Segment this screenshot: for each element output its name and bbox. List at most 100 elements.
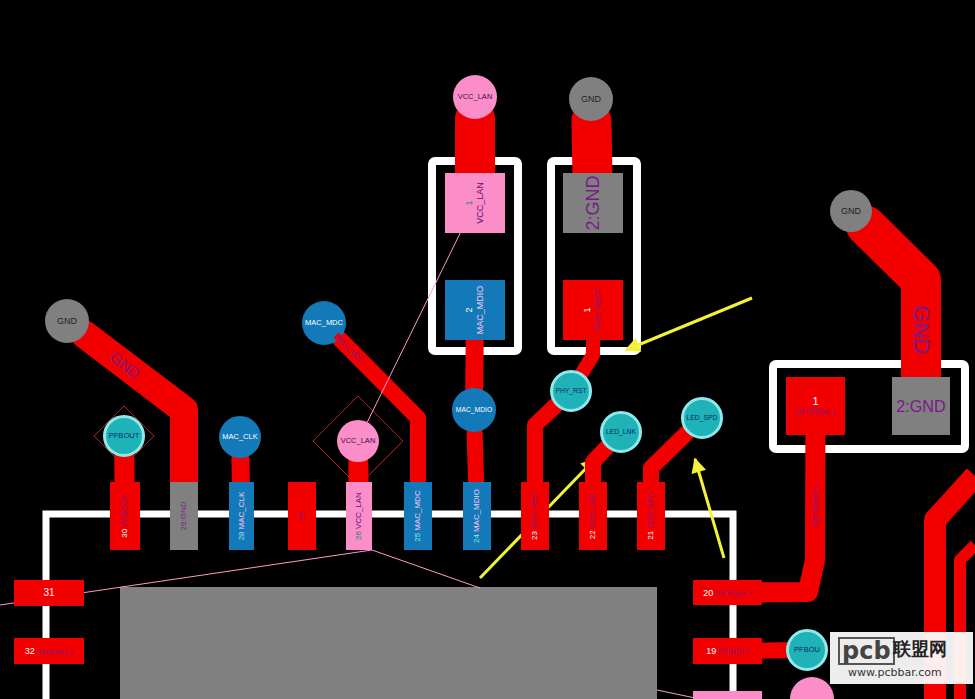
pad-text-group: MAC_CLK [222, 433, 257, 441]
via-circle: GND [45, 299, 89, 343]
trace-net-label: GND [910, 304, 932, 357]
pad-text-group: 29:GND [180, 502, 188, 531]
smd-pad: 1VCC_LAN [445, 173, 505, 233]
pad-text-group: PFBOUT [109, 432, 139, 440]
pad-text-group: 32NETR2603_2 [25, 647, 73, 656]
net-name: 27 [298, 512, 306, 521]
net-name: VCC_LAN [355, 492, 363, 529]
callout-arrow [695, 459, 724, 558]
smd-pad: 26 VCC_LAN [346, 482, 372, 550]
pad-text-group: 26 VCC_LAN [355, 492, 363, 540]
via-circle: LED_SPD [681, 397, 723, 439]
net-name: GND [57, 317, 77, 326]
smd-pad: 1PHY_RST [563, 280, 623, 340]
smd-pad: 19PFBOUT [693, 638, 762, 664]
via-circle: PFBOU [786, 629, 828, 671]
pad-text-group: 2:GND [584, 175, 602, 230]
copper-trace [348, 462, 368, 482]
copper-trace [762, 435, 815, 592]
net-name: NETR2603_2 [37, 648, 73, 654]
net-name: MAC_CLK [222, 433, 257, 441]
via-diamond [313, 396, 403, 486]
copper-trace [582, 340, 593, 373]
pin-number: 1 [465, 200, 474, 205]
pin-number: 19 [706, 647, 716, 656]
net-name: PHY_RST [555, 388, 586, 395]
net-name: MAC_MDIO [473, 489, 481, 532]
pin-number: 21 [647, 531, 655, 540]
pad-text-group: 28MAC_CLK [238, 492, 246, 541]
callout-arrow [626, 298, 752, 350]
via-circle: GND [569, 77, 613, 121]
pin-number: 30 [121, 529, 129, 538]
pin-number: 26 [355, 531, 363, 540]
copper-trace [455, 119, 495, 173]
pin-number: 2 [465, 307, 474, 312]
copper-trace [465, 340, 483, 388]
copper-trace [114, 457, 134, 482]
smd-pad: 2MAC_MDIO [445, 280, 505, 340]
copper-trace [85, 334, 184, 482]
trace-net-label: GND [106, 348, 145, 382]
copper-trace [593, 447, 607, 482]
pad-text-group: 20NETR2606_1 [703, 588, 751, 597]
net-name: PFBOUT [121, 494, 129, 526]
smd-pad: 29:GND [170, 482, 198, 550]
net-name: PHY_RST [594, 289, 603, 331]
net-name: MAC_CLK [238, 492, 246, 530]
watermark-logo: pcb [838, 637, 895, 665]
via-circle [790, 677, 834, 699]
net-name: PFBOUT [718, 647, 748, 655]
pin-number: 22 [589, 530, 597, 539]
pad-text-group: GND [57, 317, 77, 326]
pin-number: 28 [238, 531, 246, 540]
pin-number: 1 [583, 307, 592, 312]
pin-number: 1 [812, 396, 818, 407]
via-circle: GND [830, 190, 872, 232]
smd-pad: 21LED_SPD [637, 482, 665, 550]
pad-text-group: 2MAC_MDIO [465, 286, 485, 335]
net-name: VCC_LAN [476, 182, 485, 224]
copper-trace [762, 642, 786, 658]
pad-text-group: 23 PHY_RST [531, 492, 539, 540]
net-name: GND [841, 207, 861, 216]
net-name: MAC_MDC [414, 490, 422, 530]
pin-number: 25 [414, 533, 422, 542]
pad-text-group: GND [581, 95, 601, 104]
chip-outline [46, 514, 733, 699]
pad-text-group: 25 MAC_MDC [414, 490, 422, 541]
net-name: 31 [43, 588, 54, 598]
component-outline [551, 161, 637, 351]
net-name: PFBOU [794, 646, 820, 654]
component-outline [773, 364, 965, 449]
via-circle: MAC_CLK [219, 416, 261, 458]
smd-pad: 30 PFBOUT [110, 482, 140, 550]
net-name: LED_LNK [606, 429, 636, 436]
net-name: MAC_MDIO [476, 286, 485, 335]
component-outline [432, 161, 518, 351]
pad-text-group: GND [841, 207, 861, 216]
pad-text-group: 1VCC_LAN [465, 182, 485, 224]
pad-text-group: 27 [298, 512, 306, 521]
thermal-pad [120, 587, 657, 699]
copper-trace [591, 121, 592, 173]
watermark-url: www.pcbbar.com [848, 667, 942, 678]
via-circle: PFBOUT [103, 415, 145, 457]
pad-text-group: 22LED_LNK [589, 493, 597, 539]
pad-text-group: MAC_MDC [305, 319, 343, 327]
net-name: PHY_RST [531, 492, 539, 529]
pin-number: 23 [531, 531, 539, 540]
smd-pad: 20NETR2606_1 [693, 580, 762, 605]
smd-pad: 27 [288, 482, 316, 550]
net-name: 29:GND [180, 502, 188, 531]
smd-pad: 24 MAC_MDIO [463, 482, 491, 550]
smd-pad: 1NETR2606_1 [786, 377, 845, 435]
pin-number: 32 [25, 647, 35, 656]
smd-pad: 31 [14, 580, 84, 606]
pin-number: 24 [473, 534, 481, 543]
net-name: 2:GND [584, 175, 602, 230]
via-circle: VCC_LAN [337, 420, 379, 462]
watermark-text: 联盟网 [893, 640, 947, 658]
net-name: PFBOUT [109, 432, 139, 440]
